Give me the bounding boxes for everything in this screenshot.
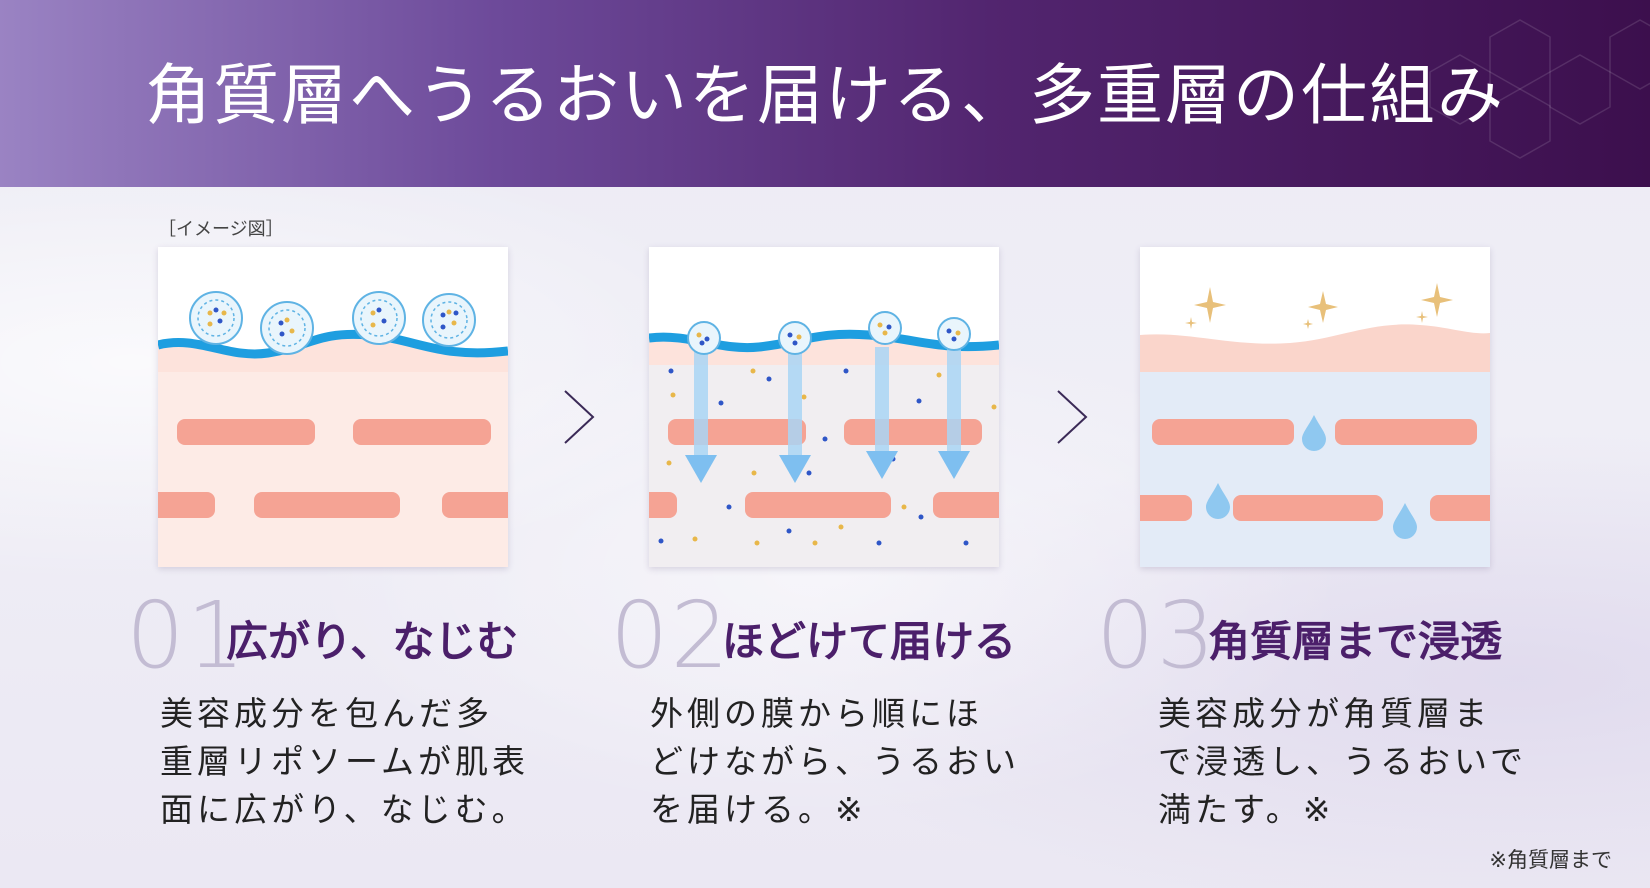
liposome-icon xyxy=(260,301,314,355)
description-line: 外側の膜から順にほ xyxy=(650,694,983,733)
page-title: 角質層へうるおいを届ける、多重層の仕組み xyxy=(145,57,1505,134)
arrow-down-icon xyxy=(866,347,898,479)
liposome-icon xyxy=(352,291,406,345)
hexagon-pattern xyxy=(1429,19,1650,159)
diagram-panel-3 xyxy=(1140,247,1490,567)
description-line: を届ける。※ xyxy=(650,790,867,829)
liposome-icon xyxy=(422,293,476,347)
liposome-icon xyxy=(687,321,721,355)
hydrated-skin-diagram xyxy=(1140,247,1490,567)
sparkle-icon xyxy=(1185,287,1226,329)
description-line: 満たす。※ xyxy=(1158,790,1335,829)
liposome-spread-diagram xyxy=(158,247,508,567)
image-label: ［イメージ図］ xyxy=(158,219,284,240)
water-drop-icon xyxy=(1206,483,1230,519)
diagram-panel-1 xyxy=(158,247,508,567)
arrow-down-icon xyxy=(779,352,811,483)
step-3: 03 角質層まで浸透 xyxy=(1096,582,1556,689)
description-line: で浸透し、うるおいで xyxy=(1158,742,1528,781)
step-title: ほどけて届ける xyxy=(722,617,1017,666)
arrow-down-icon xyxy=(685,352,717,483)
liposome-icon xyxy=(189,291,243,345)
diagram-panel-2 xyxy=(649,247,999,567)
header-banner: 角質層へうるおいを届ける、多重層の仕組み xyxy=(0,0,1650,187)
description-line: 美容成分を包んだ多 xyxy=(160,694,493,733)
step-number: 01 xyxy=(126,582,248,689)
liposome-release-diagram xyxy=(649,247,999,567)
step-title: 角質層まで浸透 xyxy=(1208,617,1503,666)
water-drop-icon xyxy=(1302,415,1326,451)
step-number: 02 xyxy=(610,582,732,689)
step-1-description: 美容成分を包んだ多 重層リポソームが肌表 面に広がり、なじむ。 xyxy=(160,690,540,834)
step-number: 03 xyxy=(1096,582,1218,689)
chevron-right-icon xyxy=(564,390,595,444)
description-line: 重層リポソームが肌表 xyxy=(160,742,530,781)
chevron-right-icon xyxy=(1057,390,1088,444)
liposome-icon xyxy=(937,317,971,351)
step-title: 広がり、なじむ xyxy=(226,617,519,666)
description-line: 美容成分が角質層ま xyxy=(1158,694,1491,733)
arrow-down-icon xyxy=(938,347,970,479)
step-3-description: 美容成分が角質層ま で浸透し、うるおいで 満たす。※ xyxy=(1158,690,1538,834)
sparkle-icon xyxy=(1303,291,1338,329)
footnote: ※角質層まで xyxy=(1489,848,1612,872)
step-1: 01 広がり、なじむ xyxy=(126,582,586,689)
step-2: 02 ほどけて届ける xyxy=(610,582,1070,689)
water-drop-icon xyxy=(1393,503,1417,539)
liposome-icon xyxy=(778,321,812,355)
sparkle-icon xyxy=(1416,283,1453,323)
liposome-icon xyxy=(868,311,902,345)
description-line: 面に広がり、なじむ。 xyxy=(160,790,529,829)
description-line: どけながら、うるおい xyxy=(650,742,1020,781)
step-2-description: 外側の膜から順にほ どけながら、うるおい を届ける。※ xyxy=(650,690,1030,834)
